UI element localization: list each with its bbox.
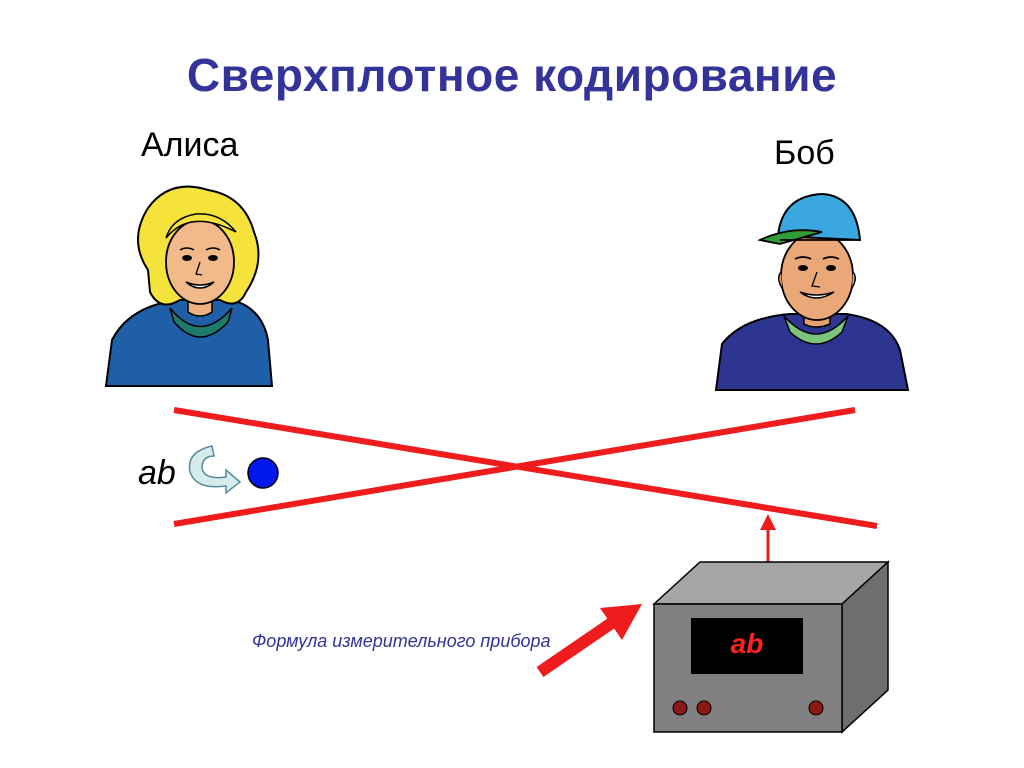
device-knob bbox=[808, 700, 824, 716]
alice-label: Алиса bbox=[141, 126, 239, 164]
device-screen-text: ab bbox=[730, 628, 764, 659]
channel-line-2 bbox=[173, 407, 856, 527]
curved-arrow-icon bbox=[188, 445, 242, 495]
device-knob bbox=[696, 700, 712, 716]
bob-label: Боб bbox=[774, 134, 835, 172]
device-knob bbox=[672, 700, 688, 716]
device-caption: Формула измерительного прибора bbox=[252, 631, 551, 651]
pointer-arrow-icon bbox=[536, 604, 642, 677]
bob-figure bbox=[714, 192, 910, 391]
slide-title: Сверхплотное кодирование bbox=[186, 49, 838, 101]
measuring-device bbox=[652, 560, 890, 734]
message-label: ab bbox=[138, 454, 176, 492]
device-screen bbox=[691, 618, 803, 674]
alice-figure bbox=[104, 185, 274, 387]
qubit-icon bbox=[247, 457, 279, 489]
